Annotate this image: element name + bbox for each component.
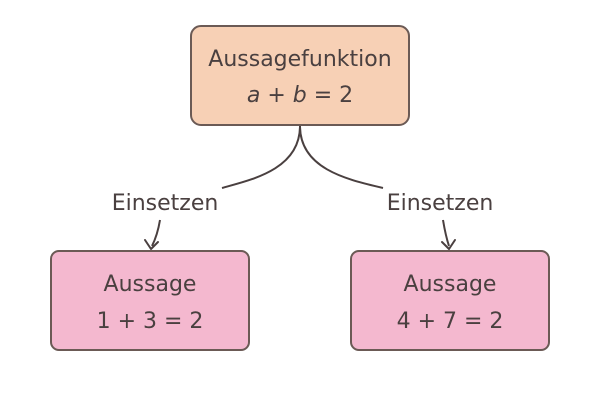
- arrowhead-left-icon: [144, 239, 159, 250]
- right-node-title: Aussage: [404, 272, 497, 297]
- edge-left-continued: [151, 219, 161, 247]
- edge-right: [299, 125, 384, 189]
- formula-rest: = 2: [307, 83, 353, 108]
- root-node-box: [190, 25, 410, 126]
- var-a: a: [247, 83, 260, 108]
- left-node: Aussage 1 + 3 = 2: [50, 250, 250, 351]
- right-node-formula: 4 + 7 = 2: [397, 309, 504, 334]
- left-node-title: Aussage: [104, 272, 197, 297]
- left-node-box: [50, 250, 250, 351]
- edge-left: [221, 125, 301, 189]
- right-node: Aussage 4 + 7 = 2: [350, 250, 550, 351]
- arrowhead-right-icon: [441, 239, 456, 250]
- edge-right-continued: [442, 219, 450, 247]
- root-node: Aussagefunktion a + b = 2: [190, 25, 410, 126]
- plus-sign: +: [260, 83, 292, 108]
- edge-left-label: Einsetzen: [112, 191, 219, 216]
- edge-right-label: Einsetzen: [387, 191, 494, 216]
- root-node-formula: a + b = 2: [247, 83, 353, 108]
- var-b: b: [293, 83, 307, 108]
- left-node-formula: 1 + 3 = 2: [97, 309, 204, 334]
- right-node-box: [350, 250, 550, 351]
- root-node-title: Aussagefunktion: [208, 47, 391, 72]
